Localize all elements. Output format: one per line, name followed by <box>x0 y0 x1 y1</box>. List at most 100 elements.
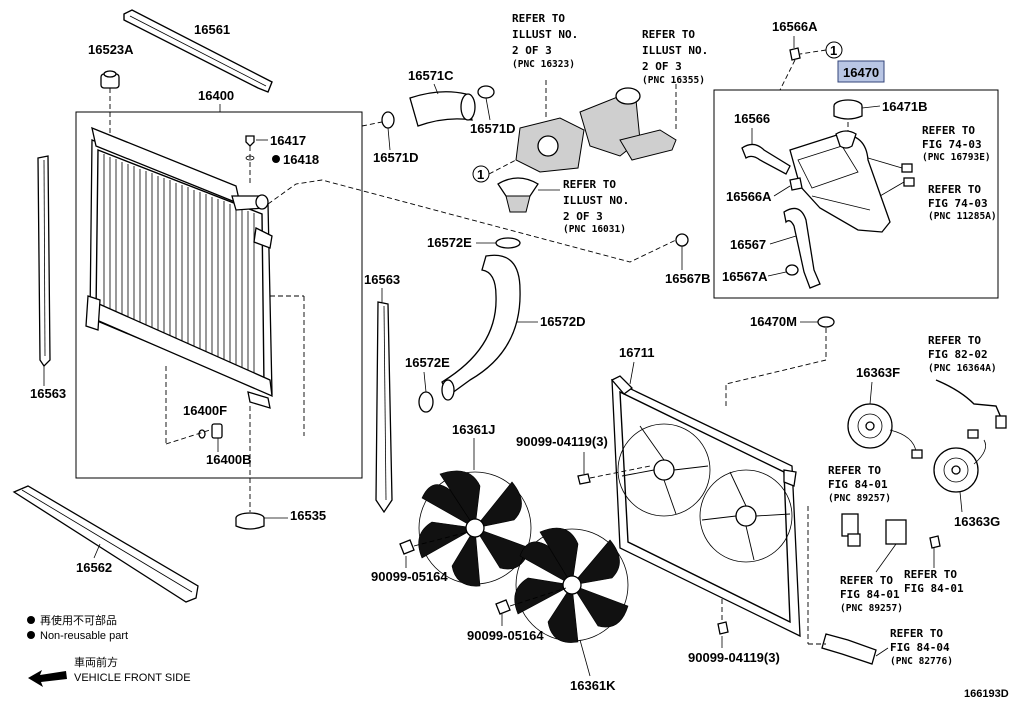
fan-16361J <box>418 470 532 587</box>
label-16562[interactable]: 16562 <box>76 560 112 575</box>
leader-radiator-to-tank <box>267 179 677 263</box>
nonreusable-dot-icon-2 <box>27 631 35 639</box>
label-90099-05164-b[interactable]: 90099-05164 <box>467 628 544 643</box>
clip-16566A-top <box>789 47 801 61</box>
label-16571D-b[interactable]: 16571D <box>373 150 419 165</box>
hose-clamp-16572E-bottom <box>418 391 434 413</box>
ref-16031[interactable]: REFER TO ILLUST NO. 2 OF 3 (PNC 16031) <box>563 178 629 235</box>
label-16470M[interactable]: 16470M <box>750 314 797 329</box>
svg-text:(PNC 16031): (PNC 16031) <box>563 224 626 235</box>
legend-nonreuse-jp: 再使用不可部品 <box>40 613 117 627</box>
part-number-highlight <box>837 60 885 83</box>
label-16566A[interactable]: 16566A <box>726 189 772 204</box>
nut-90099-05164-a <box>399 539 415 555</box>
label-16563-left[interactable]: 16563 <box>30 386 66 401</box>
label-16523A[interactable]: 16523A <box>88 42 134 57</box>
svg-text:(PNC 16364A): (PNC 16364A) <box>928 363 997 374</box>
water-outlet-assembly <box>515 87 677 173</box>
svg-text:(PNC 11285A): (PNC 11285A) <box>928 211 997 222</box>
label-16417[interactable]: 16417 <box>270 133 306 148</box>
svg-text:(PNC 16355): (PNC 16355) <box>642 75 705 86</box>
clip-16566A <box>789 177 803 191</box>
radiator-assembly <box>85 126 273 409</box>
label-90099-04119-a[interactable]: 90099-04119(3) <box>516 434 608 449</box>
label-16400F[interactable]: 16400F <box>183 403 227 418</box>
label-16572E-a[interactable]: 16572E <box>427 235 472 250</box>
connector-82776 <box>821 633 877 665</box>
svg-text:2 OF 3: 2 OF 3 <box>512 44 552 57</box>
ref-8401[interactable]: REFER TO FIG 84-01 <box>904 568 964 595</box>
ref-89257-b[interactable]: REFER TO FIG 84-01 (PNC 89257) <box>840 574 903 614</box>
label-16566[interactable]: 16566 <box>734 111 770 126</box>
svg-text:FIG 84-01: FIG 84-01 <box>828 478 888 491</box>
legend-front-jp: 車両前方 <box>74 655 118 669</box>
nonreusable-dot-icon <box>27 616 35 624</box>
svg-text:2 OF 3: 2 OF 3 <box>642 60 682 73</box>
svg-text:1: 1 <box>477 167 484 182</box>
svg-text:FIG 84-04: FIG 84-04 <box>890 641 950 654</box>
label-16572D[interactable]: 16572D <box>540 314 586 329</box>
label-16563-right[interactable]: 16563 <box>364 272 400 287</box>
ref-89257-a[interactable]: REFER TO FIG 84-01 (PNC 89257) <box>828 464 891 504</box>
label-16567[interactable]: 16567 <box>730 237 766 252</box>
ref-11285A[interactable]: REFER TO FIG 74-03 (PNC 11285A) <box>928 183 997 222</box>
label-16363G[interactable]: 16363G <box>954 514 1000 529</box>
reservoir-cap <box>833 99 863 120</box>
lower-cushion <box>235 512 265 530</box>
label-16363F[interactable]: 16363F <box>856 365 900 380</box>
svg-text:REFER TO: REFER TO <box>928 183 981 196</box>
ref-16355[interactable]: REFER TO ILLUST NO. 2 OF 3 (PNC 16355) <box>642 28 708 86</box>
label-16567A[interactable]: 16567A <box>722 269 768 284</box>
label-16711[interactable]: 16711 <box>619 345 654 360</box>
label-16471B[interactable]: 16471B <box>882 99 928 114</box>
label-16400B[interactable]: 16400B <box>206 452 252 467</box>
label-16418[interactable]: 16418 <box>283 152 319 167</box>
svg-text:(PNC 89257): (PNC 89257) <box>828 493 891 504</box>
label-16361K[interactable]: 16361K <box>570 678 616 693</box>
label-16561[interactable]: 16561 <box>194 22 230 37</box>
clamp-16567B <box>675 233 689 247</box>
fan-motor-16363G <box>933 429 987 493</box>
label-16361J[interactable]: 16361J <box>452 422 495 437</box>
svg-text:(PNC 16323): (PNC 16323) <box>512 59 575 70</box>
diagram-id: 166193D <box>964 688 1009 700</box>
overflow-hose-16566 <box>741 143 791 175</box>
bolt-90099-04119-a <box>577 473 591 485</box>
svg-text:1: 1 <box>830 43 837 58</box>
label-16566A-top[interactable]: 16566A <box>772 19 818 34</box>
label-90099-05164-a[interactable]: 90099-05164 <box>371 569 448 584</box>
label-16572E-b[interactable]: 16572E <box>405 355 450 370</box>
lower-hose <box>441 254 521 401</box>
ref-82776[interactable]: REFER TO FIG 84-04 (PNC 82776) <box>890 627 953 667</box>
svg-text:(PNC 89257): (PNC 89257) <box>840 603 903 614</box>
svg-text:FIG 84-01: FIG 84-01 <box>904 582 964 595</box>
label-16535[interactable]: 16535 <box>290 508 326 523</box>
ref-16793E[interactable]: REFER TO FIG 74-03 (PNC 16793E) <box>922 124 991 163</box>
radiator-group-box <box>75 111 363 479</box>
hose-clamp-16572E-top <box>495 237 521 249</box>
svg-text:REFER TO: REFER TO <box>840 574 893 587</box>
drain-cock <box>165 366 223 445</box>
label-16571D-a[interactable]: 16571D <box>470 121 516 136</box>
front-arrow-icon <box>28 670 67 687</box>
svg-text:FIG 84-01: FIG 84-01 <box>840 588 900 601</box>
drain-plug <box>245 135 255 186</box>
svg-text:ILLUST NO.: ILLUST NO. <box>563 194 629 207</box>
ref-16364A[interactable]: REFER TO FIG 82-02 (PNC 16364A) <box>928 334 997 374</box>
clip-ref-11285A <box>903 177 915 187</box>
bolt-90099-04119-b <box>717 621 729 635</box>
svg-text:ILLUST NO.: ILLUST NO. <box>512 28 578 41</box>
ref-16323[interactable]: REFER TO ILLUST NO. 2 OF 3 (PNC 16323) <box>512 12 578 70</box>
callout-1-center: 1 <box>472 165 490 183</box>
grommet-16470M <box>817 316 835 328</box>
upper-support-bar <box>123 9 273 93</box>
label-16400[interactable]: 16400 <box>198 88 234 103</box>
clip-ref-16793E <box>901 163 913 173</box>
svg-text:REFER TO: REFER TO <box>928 334 981 347</box>
label-16470[interactable]: 16470 <box>843 65 879 80</box>
label-16571C[interactable]: 16571C <box>408 68 454 83</box>
label-16567B[interactable]: 16567B <box>665 271 711 286</box>
seal-strip-left <box>37 155 51 368</box>
lower-seal-bar <box>12 485 199 603</box>
label-90099-04119-b[interactable]: 90099-04119(3) <box>688 650 780 665</box>
